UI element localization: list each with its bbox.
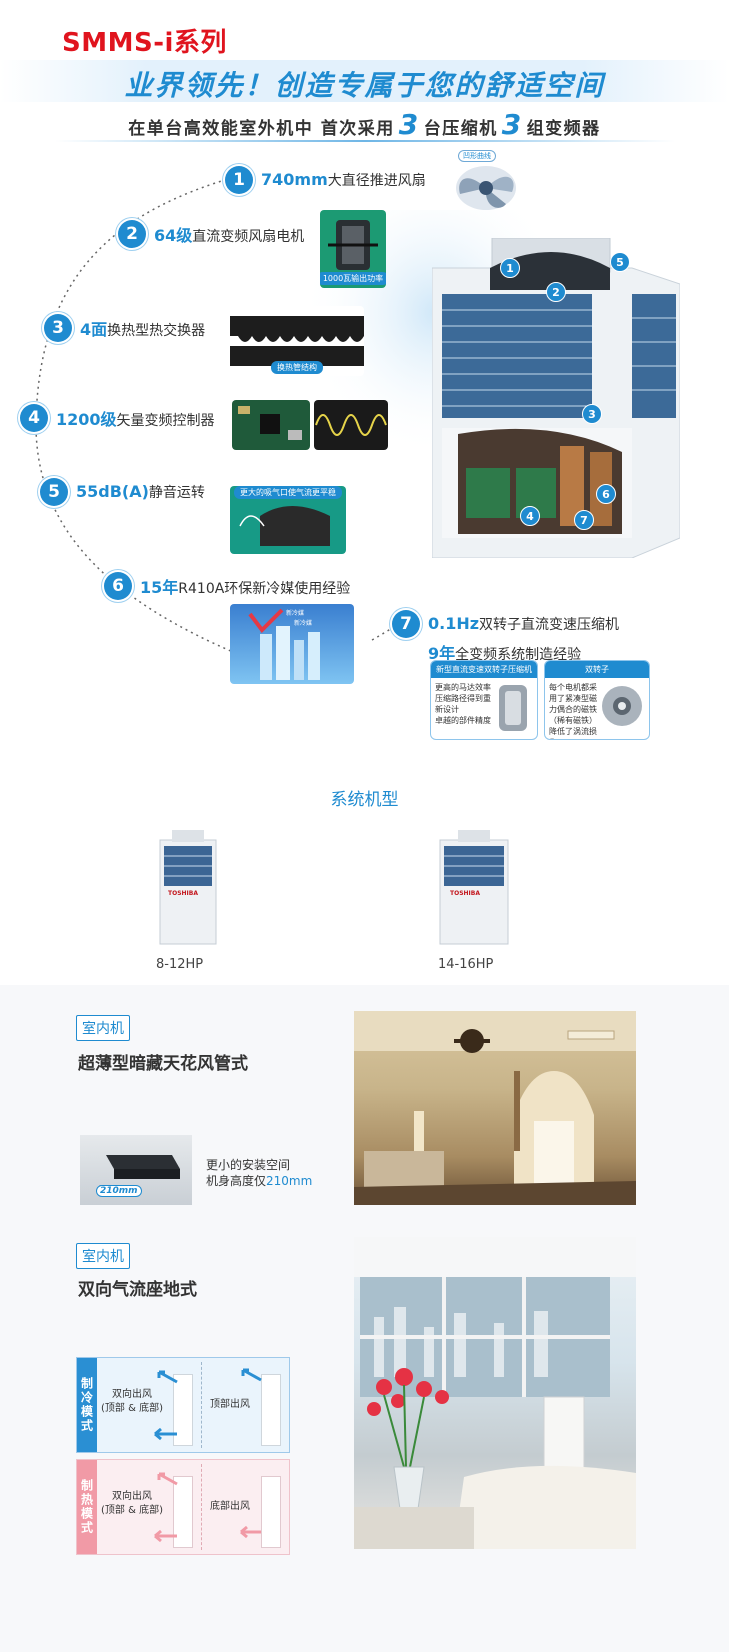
indoor-title: 超薄型暗藏天花风管式: [78, 1054, 248, 1074]
feature-item: 1 740mm大直径推进风扇: [225, 166, 426, 194]
heating-mode-panel: 制热模式 双向出风(顶部 & 底部) 底部出风: [76, 1459, 290, 1555]
model-unit-image: TOSHIBA: [436, 830, 512, 950]
unit-marker: 1: [500, 258, 520, 278]
feature-number: 2: [118, 220, 146, 248]
twin-rotor-panel: 双转子 每个电机都采用了紧凑型磁力偶合的磁铁（稀有磁铁）降低了涡流损失。: [544, 660, 650, 740]
controller-board-image: [232, 400, 310, 450]
headline: 业界领先！创造专属于您的舒适空间: [124, 69, 605, 102]
motor-image: 1000瓦输出功率: [320, 210, 386, 288]
feature-item: 2 64级直流变频风扇电机: [118, 220, 304, 248]
feature-number: 1: [225, 166, 253, 194]
living-room-photo: [354, 1237, 636, 1549]
floor-unit-icon: [173, 1374, 193, 1446]
feature-number: 3: [44, 314, 72, 342]
indoor-tag: 室内机: [76, 1015, 130, 1041]
fan-icon: 凹形曲线: [446, 150, 524, 214]
indoor-tag: 室内机: [76, 1243, 130, 1269]
feature-item: 4 1200级矢量变频控制器: [20, 404, 215, 432]
model-label: 8-12HP: [156, 957, 204, 972]
compressor-panel: 新型直流变速双转子压缩机 更高的马达效率 压缩路径得到重新设计 卓越的部件精度: [430, 660, 538, 740]
unit-marker: 3: [582, 404, 602, 424]
model-label: 14-16HP: [438, 957, 494, 972]
living-room-photo: [354, 1011, 636, 1205]
subheadline-underline: [55, 140, 675, 142]
floor-unit-icon: [261, 1374, 281, 1446]
feature-item: 5 55dB(A)静音运转: [40, 478, 205, 506]
feature-number: 5: [40, 478, 68, 506]
headline-banner: [0, 60, 729, 102]
feature-item: 6 15年R410A环保新冷媒使用经验: [104, 572, 350, 600]
indoor-units-section: 室内机 超薄型暗藏天花风管式 210mm 更小的安装空间 机身高度仅210mm …: [0, 985, 729, 1652]
airflow-arrow-icon: [241, 1368, 262, 1382]
floor-unit-icon: [173, 1476, 193, 1548]
outdoor-unit-image: 1 2 3 4 5 6 7: [431, 237, 681, 559]
unit-marker: 7: [574, 510, 594, 530]
airflow-arrows-icon: [154, 1370, 178, 1441]
unit-marker: 2: [546, 282, 566, 302]
feature-section: SMMS-i系列 业界领先！创造专属于您的舒适空间 在单台高效能室外机中 首次采…: [0, 0, 729, 815]
duct-description: 更小的安装空间 机身高度仅210mm: [206, 1158, 313, 1188]
unit-marker: 5: [610, 252, 630, 272]
waveform-image: [314, 400, 388, 450]
quiet-intake-image: 更大的吸气口使气流更平稳: [230, 486, 346, 554]
duct-unit-image: 210mm: [80, 1135, 192, 1205]
series-title: SMMS-i系列: [62, 28, 227, 58]
refrigerant-image: 新冷媒 新冷媒: [230, 604, 354, 684]
unit-marker: 6: [596, 484, 616, 504]
floor-unit-icon: [261, 1476, 281, 1548]
feature-item: 3 4面换热型热交换器: [44, 314, 205, 342]
cooling-mode-panel: 制冷模式 双向出风(顶部 & 底部) 顶部出风: [76, 1357, 290, 1453]
section-title: 系统机型: [330, 790, 399, 810]
heat-exchanger-image: 换热管结构: [230, 306, 364, 376]
feature-number: 7: [392, 610, 420, 638]
airflow-arrows-icon: [154, 1472, 178, 1543]
feature-number: 6: [104, 572, 132, 600]
unit-marker: 4: [520, 506, 540, 526]
feature-item: 7 0.1Hz双转子直流变速压缩机 9年全变频系统制造经验: [392, 610, 619, 664]
feature-number: 4: [20, 404, 48, 432]
airflow-arrow-icon: [240, 1525, 261, 1539]
indoor-title: 双向气流座地式: [78, 1280, 197, 1300]
model-unit-image: TOSHIBA: [156, 830, 220, 950]
system-models-section: 系统机型 TOSHIBA 8-12HP TOSHIBA 14-16HP: [0, 790, 729, 985]
